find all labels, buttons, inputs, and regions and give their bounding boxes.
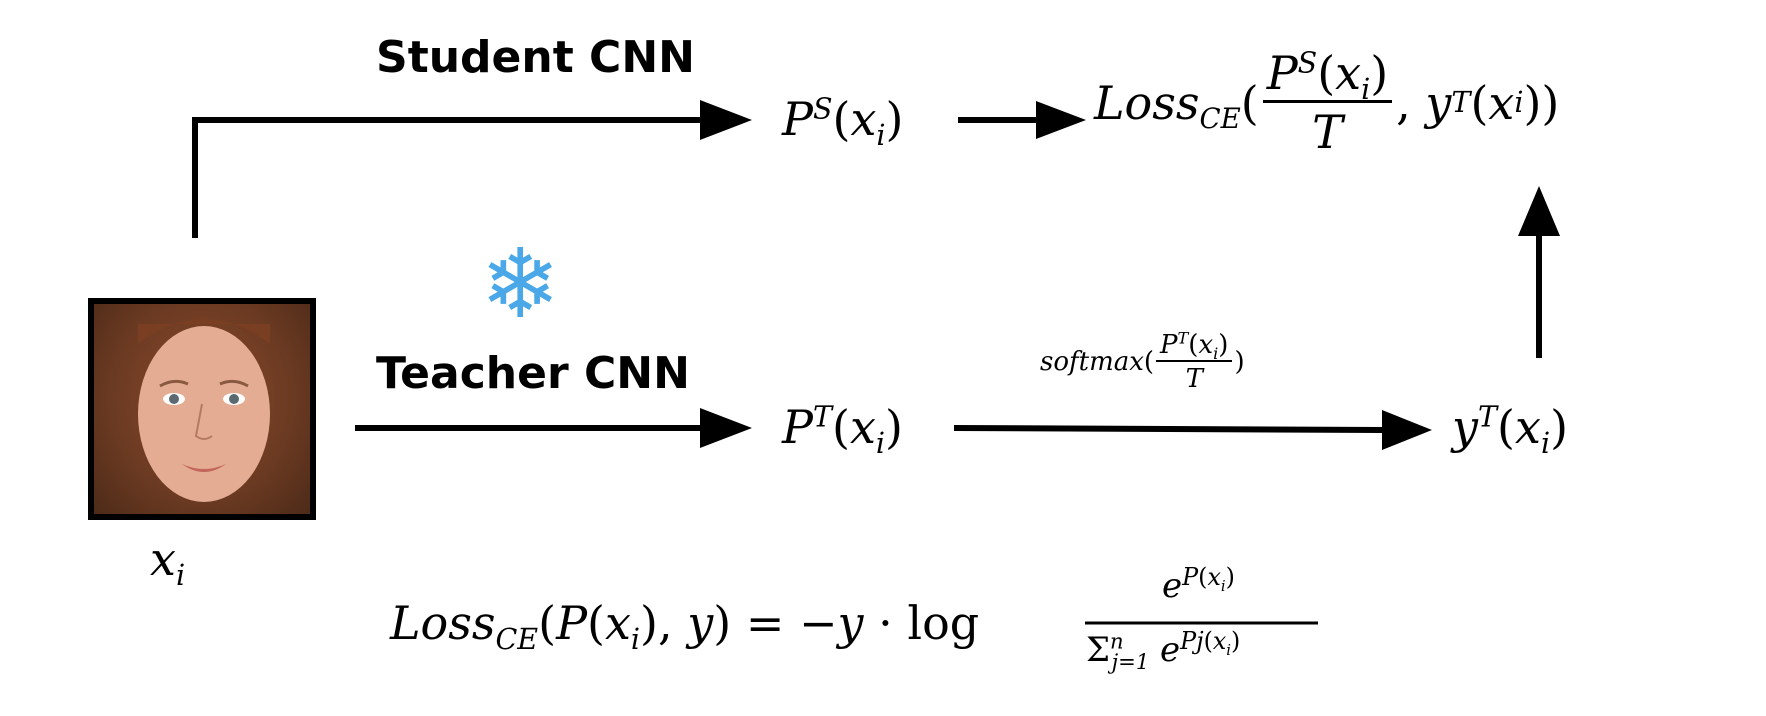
teacher-cnn-label: Teacher CNN (376, 348, 690, 399)
student-arrowhead (700, 100, 752, 140)
yt-to-loss-arrowhead (1518, 186, 1560, 236)
ps-to-loss-arrowhead (1036, 101, 1086, 139)
soft-target: yT(xi) (1452, 400, 1569, 461)
pt-to-yt-line (953, 425, 1383, 433)
student-output: PS(xi) (782, 92, 904, 153)
teacher-output: PT(xi) (782, 400, 903, 461)
softmax-annotation: softmax( PT(xi) T ) (1040, 328, 1245, 394)
face-image (88, 298, 316, 520)
cross-entropy-formula-left: LossCE(P(xi), y) = −y · log (390, 596, 980, 657)
snowflake-icon: ❄ (480, 228, 561, 340)
teacher-arrowhead (700, 408, 752, 448)
student-cnn-label: Student CNN (376, 32, 695, 83)
student-path-line (192, 117, 700, 238)
input-label: xi (150, 532, 186, 593)
formula-numerator: eP(xi) (1162, 562, 1235, 606)
pt-to-yt-arrowhead (1382, 410, 1432, 450)
face-illustration (138, 319, 270, 502)
formula-denominator: Σnj=1 ePj(xi) (1086, 626, 1241, 674)
